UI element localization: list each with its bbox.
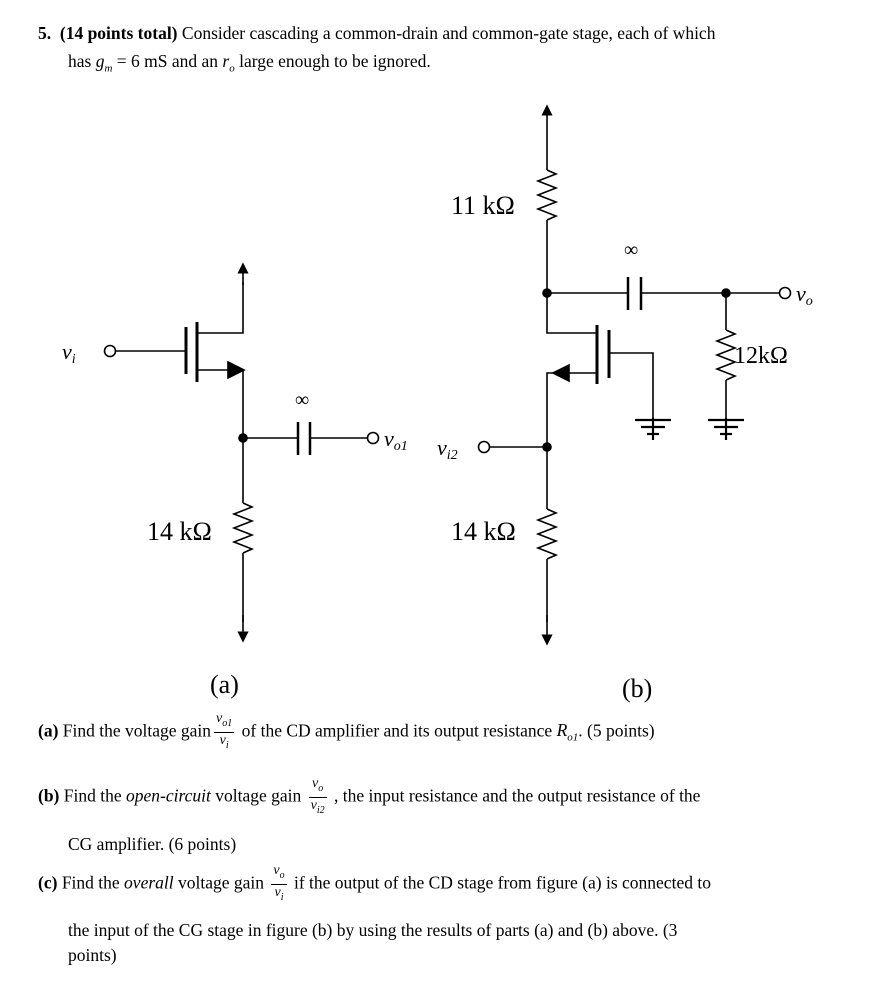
circuit-diagram: vi vo1 14 kΩ ∞ (a) 11 kΩ ∞ vo 12kΩ vi2 1… <box>62 104 813 703</box>
fig-b-source-arrow <box>551 363 570 383</box>
fig-b-caption: (b) <box>622 674 652 703</box>
text-has: has <box>68 51 92 71</box>
part-c-line2: the input of the CG stage in figure (b) … <box>68 920 678 940</box>
part-a-r-symbol: Ro1 <box>556 720 579 744</box>
part-b-label: (b) <box>38 785 60 806</box>
fig-a-caption: (a) <box>210 670 239 699</box>
text-and-an: and an <box>171 51 219 71</box>
gm-value: = 6 mS <box>116 51 168 71</box>
ro-symbol: ro <box>222 51 235 75</box>
part-a-label: (a) <box>38 720 59 741</box>
part-a-text1: Find the voltage gain <box>62 720 212 741</box>
part-c-label: (c) <box>38 872 58 893</box>
fig-b-load-resistor-label: 12kΩ <box>734 343 788 369</box>
problem-intro: Consider cascading a common-drain and co… <box>181 23 716 43</box>
fig-b-source-resistor-label: 14 kΩ <box>451 517 516 546</box>
fig-b-source-resistor <box>535 508 559 560</box>
fig-a-resistor-label: 14 kΩ <box>147 517 212 546</box>
fig-a-source-arrow <box>227 360 246 380</box>
part-a-text3: . (5 points) <box>578 720 655 741</box>
part-b: (b) Find the open-circuit voltage gain v… <box>38 776 868 819</box>
part-c-line3: points) <box>68 945 117 965</box>
fig-a-input-label: vi <box>62 339 76 367</box>
fig-a-source-resistor <box>231 502 255 554</box>
problem-header: 5. (14 points total) Consider cascading … <box>38 20 858 46</box>
fig-b-input-terminal <box>477 440 491 454</box>
part-a-text2: of the CD amplifier and its output resis… <box>241 720 553 741</box>
part-b-emph: open-circuit <box>126 785 211 806</box>
problem-header-line2: has gm = 6 mS and an ro large enough to … <box>68 48 848 82</box>
part-c-text3: if the output of the CD stage from figur… <box>293 872 711 893</box>
part-c-emph: overall <box>124 872 174 893</box>
fig-b-gate-ground <box>635 418 671 440</box>
fig-a-output-terminal <box>366 431 380 445</box>
fig-a-input-terminal <box>103 344 117 358</box>
part-b-text3: , the input resistance and the output re… <box>334 785 701 806</box>
fig-b-output-label: vo <box>796 281 813 309</box>
fig-b-output-terminal <box>778 286 792 300</box>
part-c-text1: Find the <box>61 872 120 893</box>
problem-points: (14 points total) <box>59 23 178 43</box>
part-b-text2: voltage gain <box>215 785 302 806</box>
text-large-enough: large enough to be ignored. <box>239 51 431 71</box>
gm-symbol: gm <box>95 51 113 75</box>
part-b-text1: Find the <box>63 785 122 806</box>
fig-b-load-resistor <box>714 329 738 381</box>
fig-b-load-ground <box>708 418 744 440</box>
problem-number: 5. <box>38 23 52 43</box>
fig-a-output-label: vo1 <box>384 426 408 454</box>
fig-a-cap-label: ∞ <box>295 389 309 411</box>
fig-b-cap-label: ∞ <box>624 239 638 261</box>
part-b-line2: CG amplifier. (6 points) <box>68 834 237 854</box>
fig-b-drain-resistor-label: 11 kΩ <box>451 191 515 220</box>
part-c-text2: voltage gain <box>178 872 265 893</box>
fig-b-input-label: vi2 <box>437 435 458 463</box>
fig-b-drain-resistor <box>535 169 559 221</box>
